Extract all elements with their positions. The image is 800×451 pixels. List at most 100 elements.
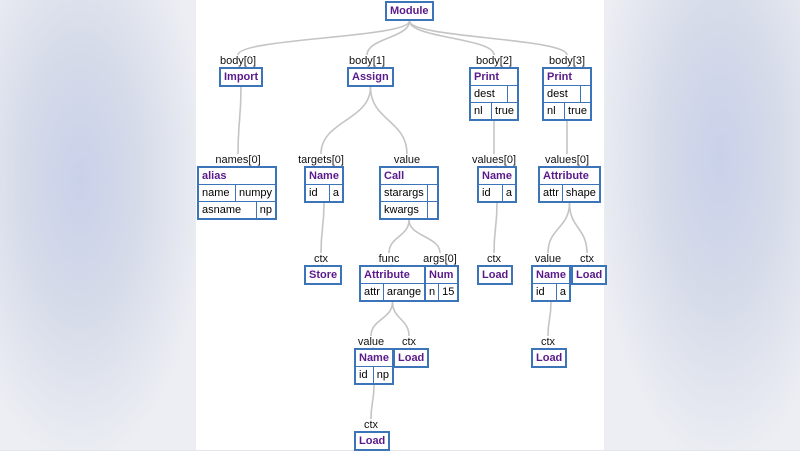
node-load-a: Load — [531, 348, 568, 368]
node-assign: Assign — [347, 67, 394, 87]
field-name: id — [482, 187, 491, 199]
edge-label: value — [534, 253, 562, 265]
edge-label: body[3] — [548, 55, 586, 67]
edge-label: body[1] — [348, 55, 386, 67]
edge-attr-arange — [388, 219, 410, 254]
edge-label: ctx — [313, 253, 329, 265]
node-load-np: Load — [354, 431, 391, 451]
node-title: Name — [359, 352, 389, 364]
edge-call — [369, 86, 408, 155]
field-row: starargs — [381, 184, 437, 201]
field-value: a — [555, 284, 569, 300]
field-value: np — [372, 367, 392, 383]
edge-label: names[0] — [215, 154, 261, 166]
field-name: attr — [364, 286, 380, 298]
node-title: Name — [536, 269, 566, 281]
field-name: nl — [547, 105, 556, 117]
node-load-shape: Load — [571, 265, 608, 285]
edge-label: ctx — [363, 419, 379, 431]
edge-assign — [366, 20, 411, 56]
edge-name-shape — [547, 202, 571, 254]
field-value — [426, 185, 437, 201]
edge-name-np — [370, 301, 394, 337]
field-value: arange — [382, 284, 424, 300]
node-title: Store — [309, 269, 338, 281]
node-import: Import — [219, 67, 264, 87]
edge-load-np — [370, 384, 375, 420]
node-title: Load — [359, 435, 386, 447]
edge-alias — [237, 86, 242, 155]
field-value: numpy — [234, 185, 275, 201]
node-title: Attribute — [543, 170, 589, 182]
field-value: a — [328, 185, 342, 201]
field-value — [506, 86, 517, 102]
node-title: Load — [482, 269, 509, 281]
field-value — [426, 202, 437, 218]
field-name: n — [429, 286, 436, 298]
edge-label: body[2] — [475, 55, 513, 67]
edge-load-shape — [568, 202, 588, 254]
edge-label: targets[0] — [298, 154, 344, 166]
field-value: true — [491, 103, 517, 119]
edge-label: func — [378, 253, 400, 265]
field-value: np — [255, 202, 275, 218]
field-row: dest — [471, 85, 517, 102]
field-row: asname np — [199, 201, 275, 218]
node-title: alias — [202, 170, 227, 182]
edge-label: values[0] — [544, 154, 590, 166]
ast-diagram-canvas — [196, 0, 604, 450]
node-title: Print — [474, 71, 500, 83]
edge-load-a — [547, 301, 552, 337]
edge-import — [237, 20, 411, 56]
edge-label: ctx — [401, 336, 417, 348]
field-name: kwargs — [384, 204, 419, 216]
node-title: Load — [576, 269, 603, 281]
edge-label: values[0] — [471, 154, 517, 166]
field-name: id — [359, 369, 368, 381]
node-title: Name — [482, 170, 512, 182]
edge-label: value — [393, 154, 421, 166]
node-title: Attribute — [364, 269, 410, 281]
edge-label: ctx — [579, 253, 595, 265]
node-title: Assign — [352, 71, 389, 83]
field-name: starargs — [384, 187, 424, 199]
field-value: a — [501, 185, 515, 201]
field-value — [579, 86, 590, 102]
field-value: shape — [561, 185, 599, 201]
node-load-print1: Load — [477, 265, 514, 285]
edge-print1 — [408, 20, 495, 56]
node-title: Import — [224, 71, 259, 83]
field-name: nl — [474, 105, 483, 117]
edge-label: body[0] — [219, 55, 257, 67]
node-title: Load — [536, 352, 563, 364]
node-title: Load — [398, 352, 425, 364]
field-name: asname — [202, 204, 242, 216]
field-value: true — [564, 103, 590, 119]
field-name: id — [536, 286, 545, 298]
node-load-arange: Load — [393, 348, 430, 368]
edge-print2 — [408, 20, 568, 56]
field-value: 15 — [438, 284, 457, 300]
node-module: Module — [385, 1, 434, 21]
edge-label: args[0] — [423, 253, 457, 265]
node-title: Print — [547, 71, 573, 83]
node-title: Num — [429, 269, 454, 281]
edge-load-arange — [391, 301, 410, 337]
edge-label: ctx — [486, 253, 502, 265]
